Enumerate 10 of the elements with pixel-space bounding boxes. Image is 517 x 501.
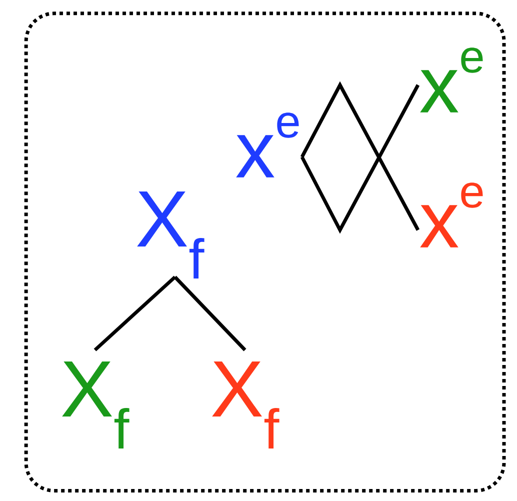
math-symbol: x$^{e}$ <box>420 48 483 112</box>
math-symbol: x$^{e}$ <box>236 112 299 178</box>
math-symbol: X$_{f}$ <box>212 362 280 448</box>
math-symbol: x$^{e}$ <box>420 182 483 248</box>
connector-line <box>300 81 420 234</box>
connector-line <box>94 276 176 352</box>
connector-line <box>174 276 246 352</box>
math-symbol: X$_{f}$ <box>137 192 204 278</box>
dotted-frame <box>24 12 506 492</box>
math-symbol: X$_{f}$ <box>62 362 130 448</box>
